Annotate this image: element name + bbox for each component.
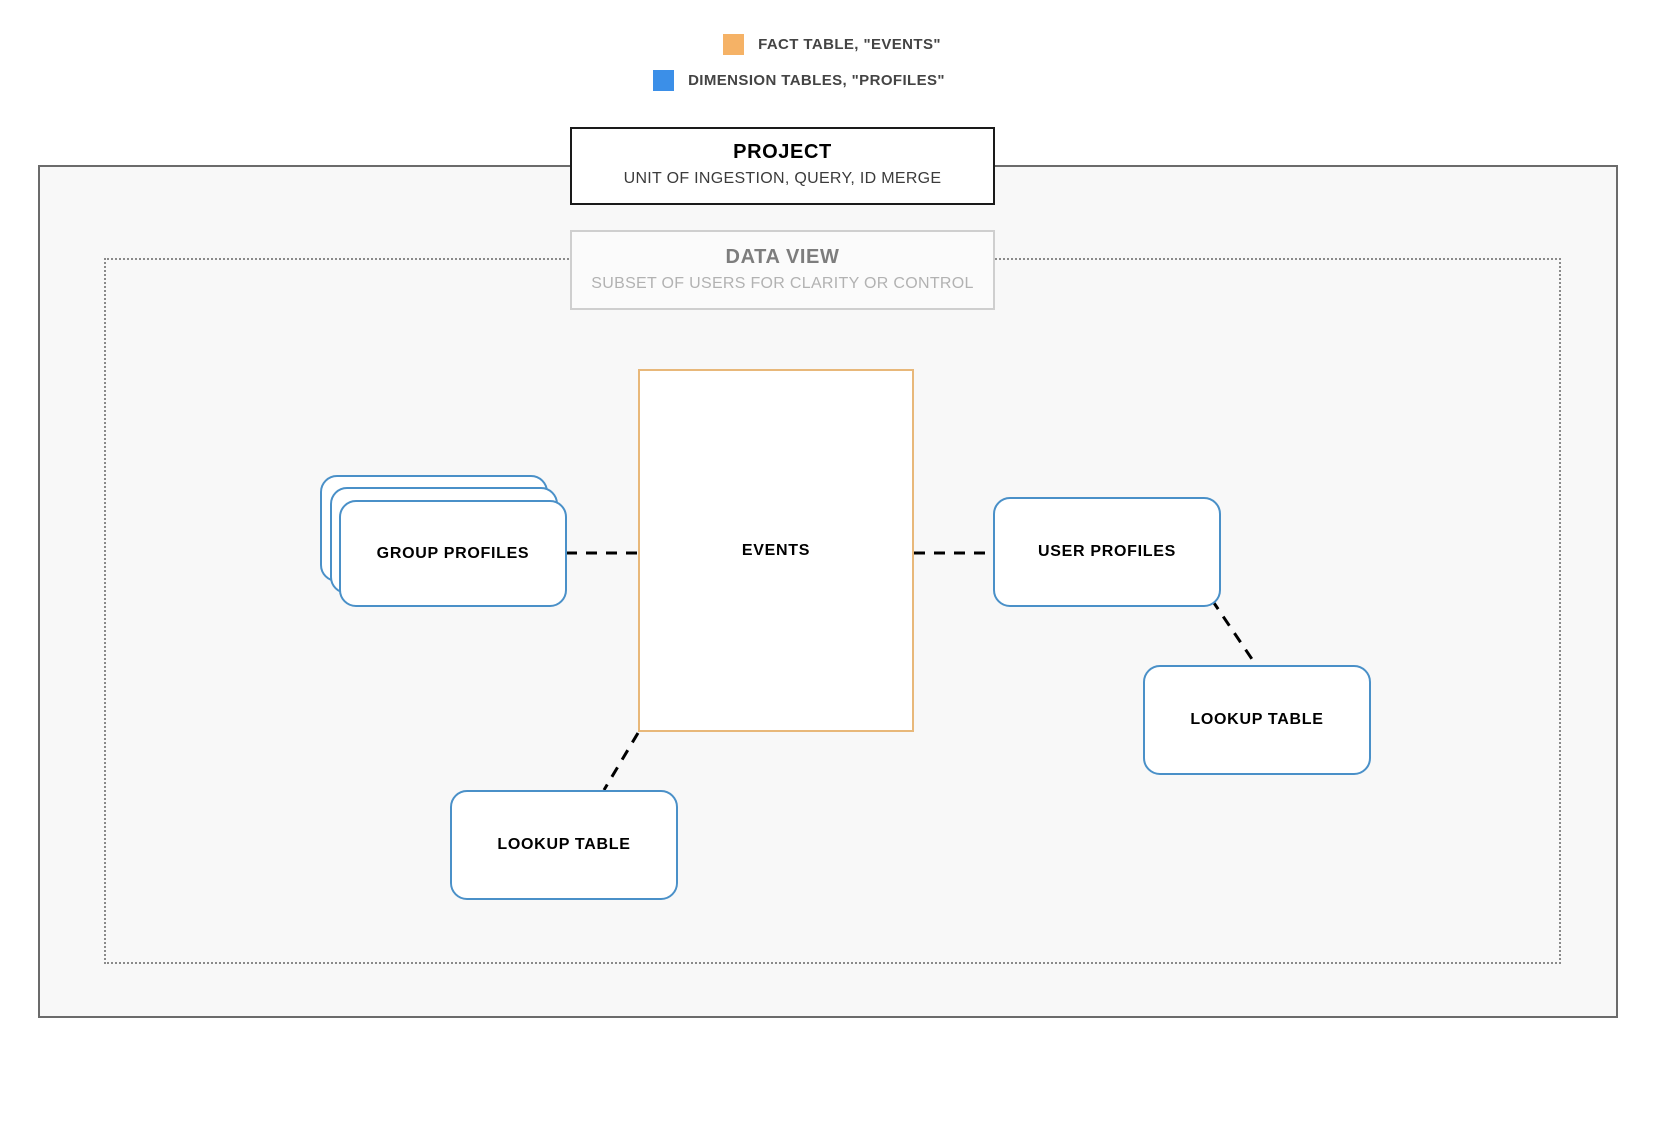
legend-label-fact-table: FACT TABLE, "EVENTS" (758, 35, 941, 53)
node-events-label: EVENTS (741, 541, 811, 559)
node-user-profiles[interactable]: USER PROFILES (993, 497, 1221, 607)
node-user-profiles-label: USER PROFILES (1037, 543, 1176, 560)
project-subtitle: UNIT OF INGESTION, QUERY, ID MERGE (623, 170, 942, 187)
data-view-title: DATA VIEW (725, 246, 840, 268)
group-profiles-card-front[interactable]: GROUP PROFILES (339, 500, 567, 607)
data-view-subtitle: SUBSET OF USERS FOR CLARITY OR CONTROL (591, 275, 974, 292)
node-lookup-table-right-label: LOOKUP TABLE (1190, 711, 1324, 728)
legend-item-dimension-tables: DIMENSION TABLES, "PROFILES" (0, 66, 1664, 94)
legend-label-dimension-tables: DIMENSION TABLES, "PROFILES" (688, 71, 945, 89)
node-lookup-table-left-label: LOOKUP TABLE (497, 836, 631, 853)
square-swatch-icon-fact-table (723, 33, 745, 55)
node-group-profiles-label: GROUP PROFILES (376, 544, 530, 562)
legend-item-fact-table: FACT TABLE, "EVENTS" (0, 30, 1664, 58)
node-group-profiles[interactable]: GROUP PROFILES (320, 475, 570, 610)
legend: FACT TABLE, "EVENTS" DIMENSION TABLES, "… (0, 30, 1664, 102)
node-lookup-table-right[interactable]: LOOKUP TABLE (1143, 665, 1371, 775)
data-view-header-box: DATA VIEW SUBSET OF USERS FOR CLARITY OR… (570, 230, 995, 310)
project-title: PROJECT (733, 141, 832, 163)
node-events[interactable]: EVENTS (638, 369, 914, 732)
node-lookup-table-left[interactable]: LOOKUP TABLE (450, 790, 678, 900)
square-swatch-icon-dimension-tables (653, 69, 675, 91)
project-header-box: PROJECT UNIT OF INGESTION, QUERY, ID MER… (570, 127, 995, 205)
